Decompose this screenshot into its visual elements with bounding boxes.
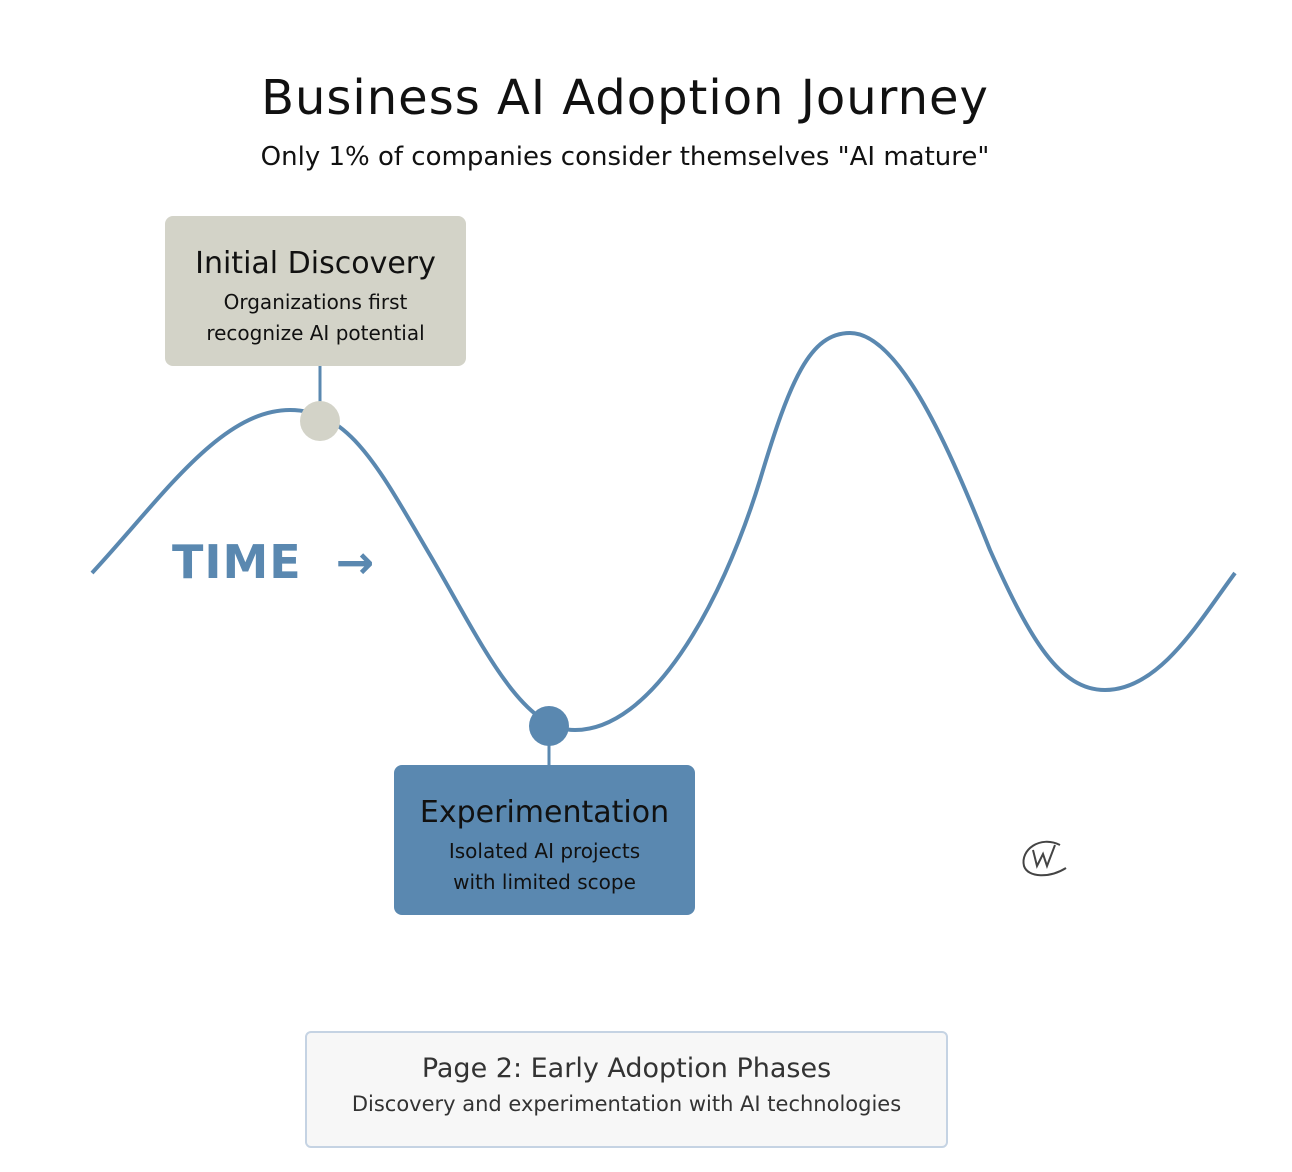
time-label: TIME bbox=[172, 535, 302, 589]
phase-description: Isolated AI projects bbox=[448, 839, 641, 863]
phase-title: Experimentation bbox=[419, 795, 670, 830]
phase-title: Initial Discovery bbox=[195, 246, 436, 281]
phase-description: recognize AI potential bbox=[206, 321, 425, 345]
phase-card-experimentation: Experimentation Isolated AI projects with… bbox=[394, 765, 695, 915]
diagram-subtitle: Only 1% of companies consider themselves… bbox=[260, 142, 990, 172]
w-signature-icon bbox=[1022, 840, 1067, 877]
page-footer: Page 2: Early Adoption Phases Discovery … bbox=[305, 1031, 948, 1148]
footer-description: Discovery and experimentation with AI te… bbox=[351, 1092, 902, 1116]
phase-description: with limited scope bbox=[453, 870, 636, 894]
footer-title: Page 2: Early Adoption Phases bbox=[421, 1053, 832, 1084]
journey-curve bbox=[90, 330, 1237, 733]
marker-experimentation bbox=[529, 706, 569, 746]
phase-description: Organizations first bbox=[223, 290, 408, 314]
arrow-right-icon: → bbox=[335, 535, 376, 589]
diagram-title: Business AI Adoption Journey bbox=[261, 70, 989, 126]
phase-card-discovery: Initial Discovery Organizations first rec… bbox=[165, 216, 466, 366]
marker-discovery bbox=[300, 401, 340, 441]
time-axis-label: TIME → bbox=[172, 535, 375, 589]
